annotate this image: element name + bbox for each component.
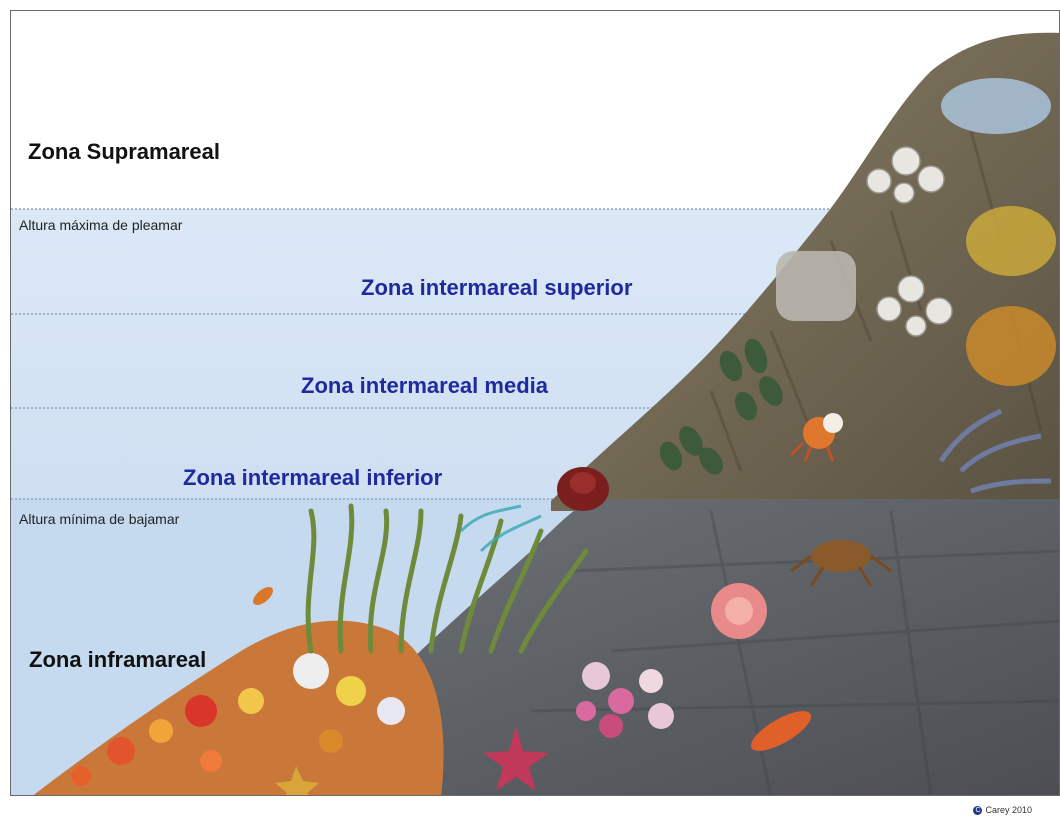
tidal-zones-diagram: Zona Supramareal Altura máxima de pleama… <box>10 10 1060 796</box>
barnacle-patch <box>776 251 856 321</box>
copyright-text: Carey 2010 <box>985 805 1032 815</box>
zone-lower-intertidal-label: Zona intermareal inferior <box>183 465 442 491</box>
copyright-icon: C <box>973 806 982 815</box>
zone-supratidal-label: Zona Supramareal <box>28 139 220 165</box>
algae-patch <box>966 206 1056 276</box>
zone-middle-intertidal-label: Zona intermareal media <box>301 373 548 399</box>
low-tide-label: Altura mínima de bajamar <box>19 511 179 527</box>
zone-subtidal-label: Zona inframareal <box>29 647 206 673</box>
high-tide-label: Altura máxima de pleamar <box>19 217 182 233</box>
zone-upper-intertidal-label: Zona intermareal superior <box>361 275 632 301</box>
algae-patch-2 <box>966 306 1056 386</box>
tide-pool <box>941 78 1051 134</box>
snail-icon <box>557 467 609 511</box>
copyright-notice: CCarey 2010 <box>973 805 1032 815</box>
shore-illustration <box>11 11 1060 796</box>
sea-anemone-icon <box>711 583 767 639</box>
